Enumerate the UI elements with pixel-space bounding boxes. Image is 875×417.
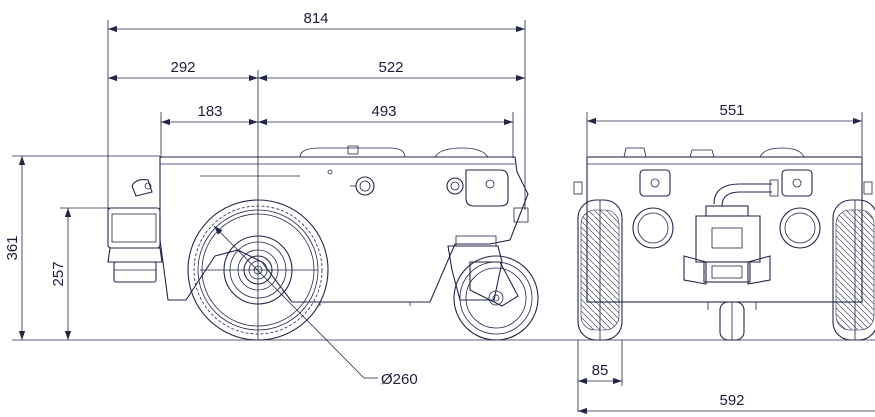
dim-axis-to-rear: 522: [378, 59, 403, 76]
dim-overall-height: 361: [4, 235, 21, 260]
rear-view: 551 85 592: [573, 102, 875, 415]
caster-wheel: [447, 235, 539, 341]
dim-axis-to-body-rear: 493: [371, 103, 396, 120]
rear-chassis: [586, 147, 863, 341]
dim-bumper-height: 257: [50, 261, 67, 286]
dim-overall-length: 814: [303, 10, 328, 27]
drive-wheel: [187, 199, 329, 341]
dim-wheel-width: 85: [592, 362, 609, 379]
right-tire: [832, 199, 875, 341]
dim-front-to-axis: 292: [170, 59, 195, 76]
dim-overall-width: 592: [719, 392, 744, 409]
dim-body-front-to-axis: 183: [197, 103, 222, 120]
left-tire: [577, 199, 623, 341]
dim-wheel-diameter: Ø260: [381, 371, 418, 388]
chassis-body: [159, 145, 529, 306]
side-view: 814 292 522 183 493 361 257 Ø260: [4, 10, 539, 388]
front-bumper: [107, 179, 163, 283]
dim-body-width: 551: [719, 102, 744, 119]
